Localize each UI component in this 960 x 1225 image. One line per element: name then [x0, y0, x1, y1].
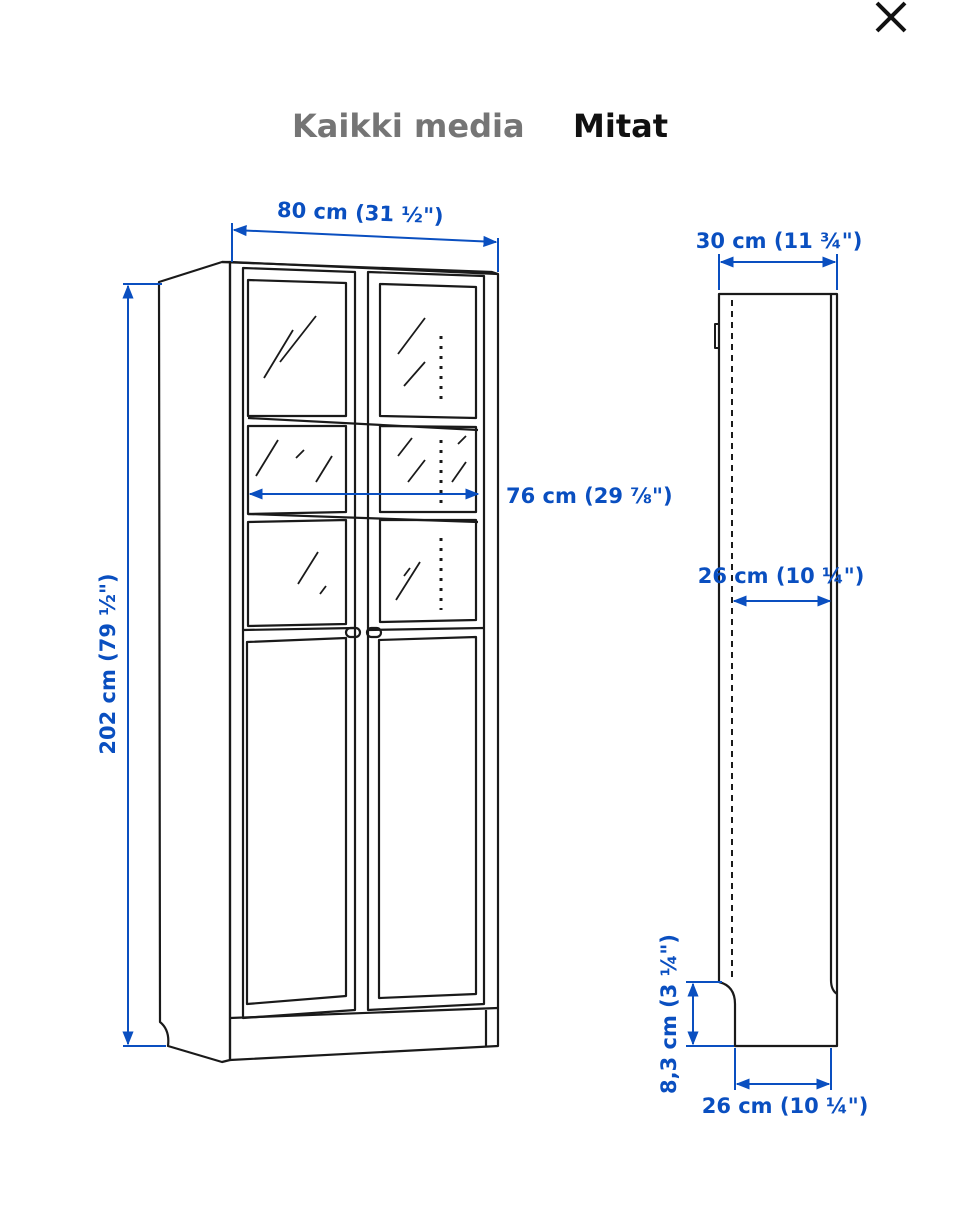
base-depth-label: 26 cm (10 ¼") — [702, 1094, 869, 1118]
dimension-lines — [122, 223, 838, 1090]
cabinet-front-view — [157, 260, 500, 1064]
plinth-height-label: 8,3 cm (3 ¼") — [657, 934, 681, 1094]
tab-all-media[interactable]: Kaikki media — [292, 98, 525, 154]
depth-label: 30 cm (11 ¾") — [696, 229, 863, 253]
tab-dimensions[interactable]: Mitat — [573, 98, 668, 154]
dimension-drawing: 80 cm (31 ½") 76 cm (29 ⅞") 202 cm (79 ½… — [96, 198, 869, 1118]
cabinet-side-view — [714, 292, 839, 1048]
inner-depth-label: 26 cm (10 ¼") — [698, 564, 865, 588]
inner-width-label: 76 cm (29 ⅞") — [506, 484, 673, 508]
close-icon — [875, 1, 907, 33]
close-button[interactable] — [866, 0, 916, 38]
media-tabs: Kaikki media Mitat — [0, 98, 960, 154]
width-label: 80 cm (31 ½") — [277, 198, 444, 228]
height-label: 202 cm (79 ½") — [96, 573, 120, 754]
